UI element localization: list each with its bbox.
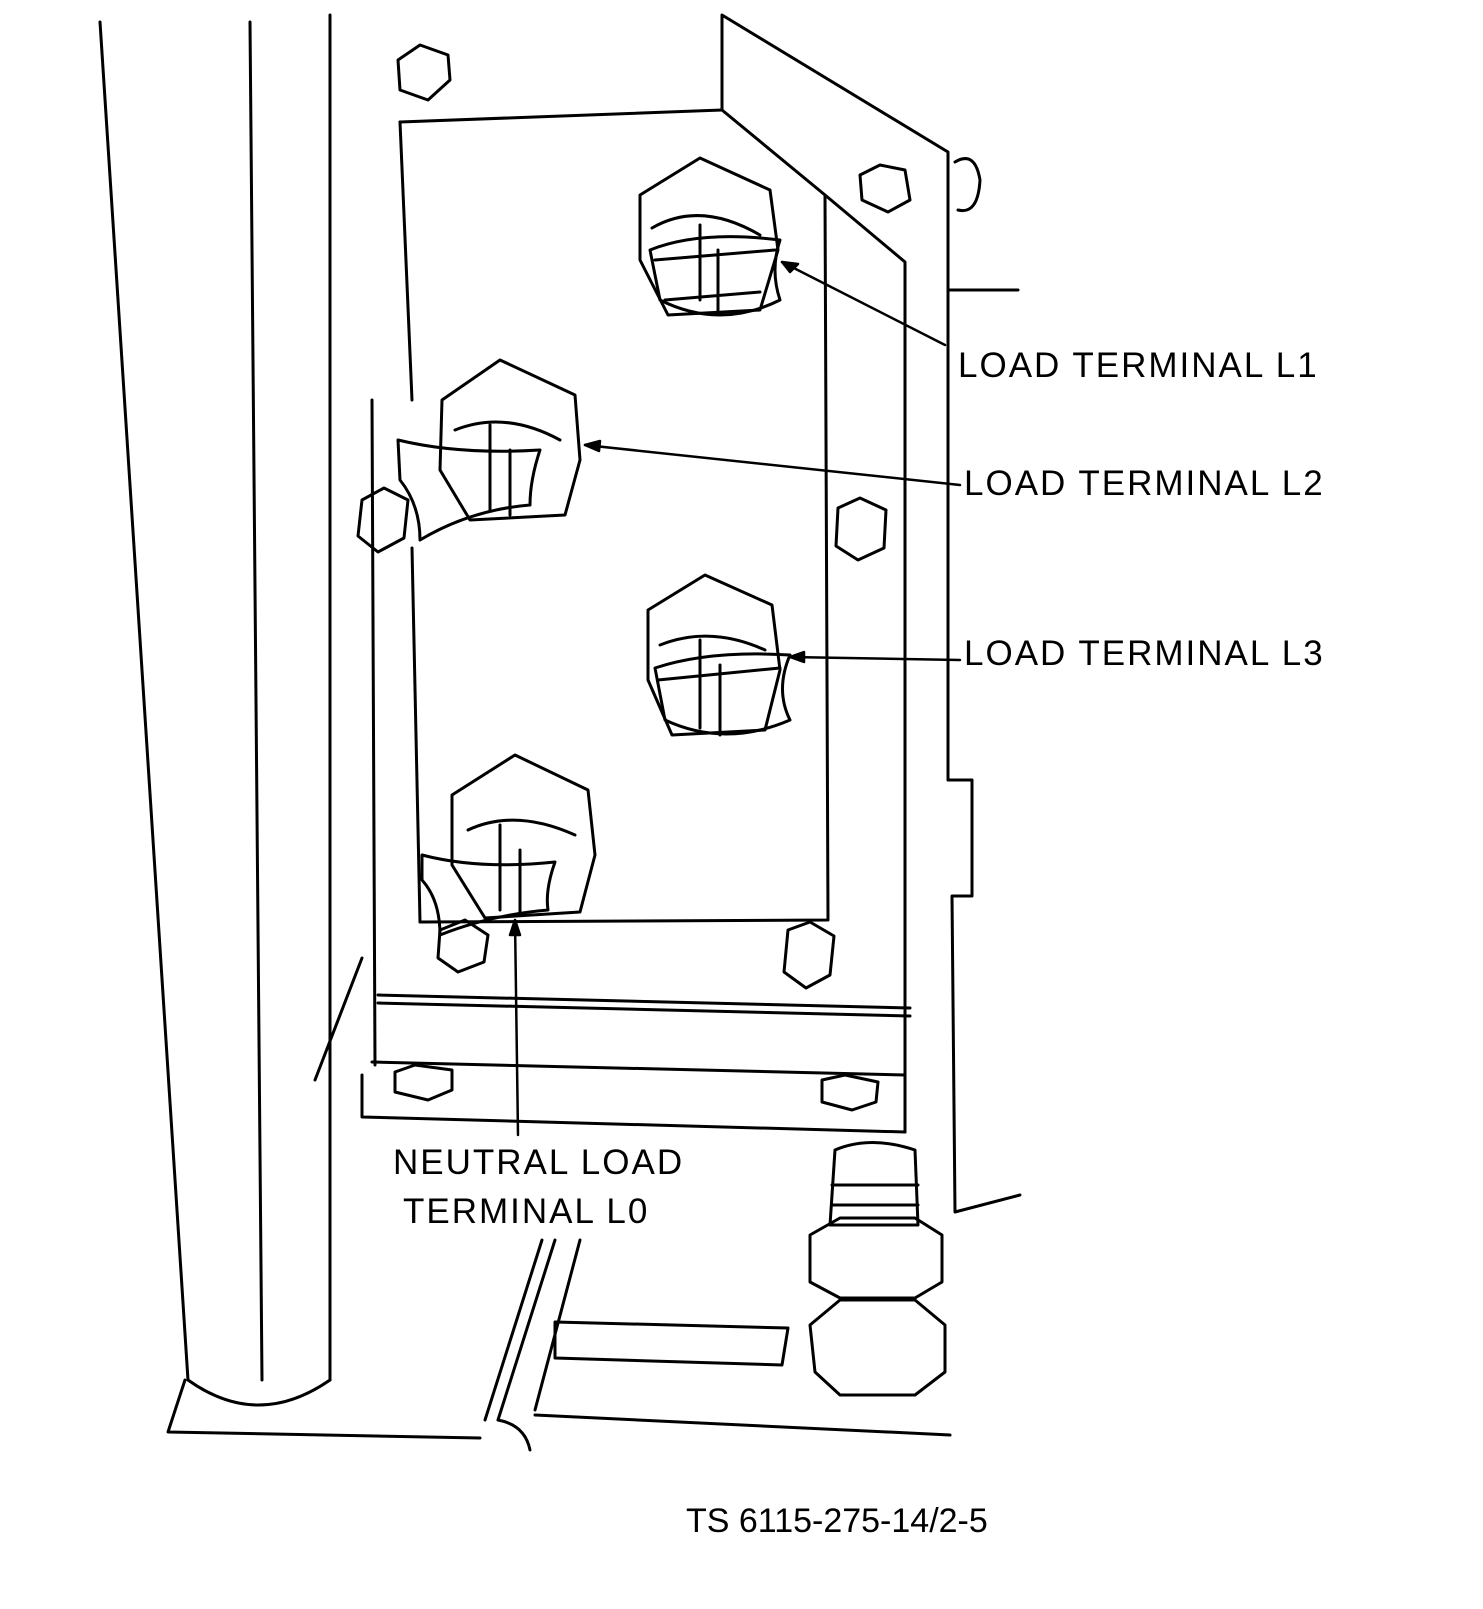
vertical-pipe [98,13,482,1440]
leader-l1 [780,260,947,347]
terminal-l2 [396,358,582,542]
label-load-terminal-l2: LOAD TERMINAL L2 [964,464,1325,503]
label-neutral-load-line1: NEUTRAL LOAD [393,1143,685,1182]
terminal-l3 [646,573,792,737]
label-neutral-load-line2: TERMINAL L0 [403,1192,650,1231]
hex-bolts [356,43,982,1112]
label-load-terminal-l1: LOAD TERMINAL L1 [958,346,1319,385]
leader-l3 [788,655,962,662]
figure-id: TS 6115-275-14/2-5 [686,1502,988,1540]
label-load-terminal-l3: LOAD TERMINAL L3 [964,634,1325,673]
terminal-l0 [420,753,597,937]
terminal-l1 [638,156,782,317]
terminal-panel [313,13,1022,1214]
leader-l0 [513,918,520,1137]
leader-lines [508,260,962,1137]
cable-fitting [483,1141,952,1452]
leader-l2 [583,443,962,487]
